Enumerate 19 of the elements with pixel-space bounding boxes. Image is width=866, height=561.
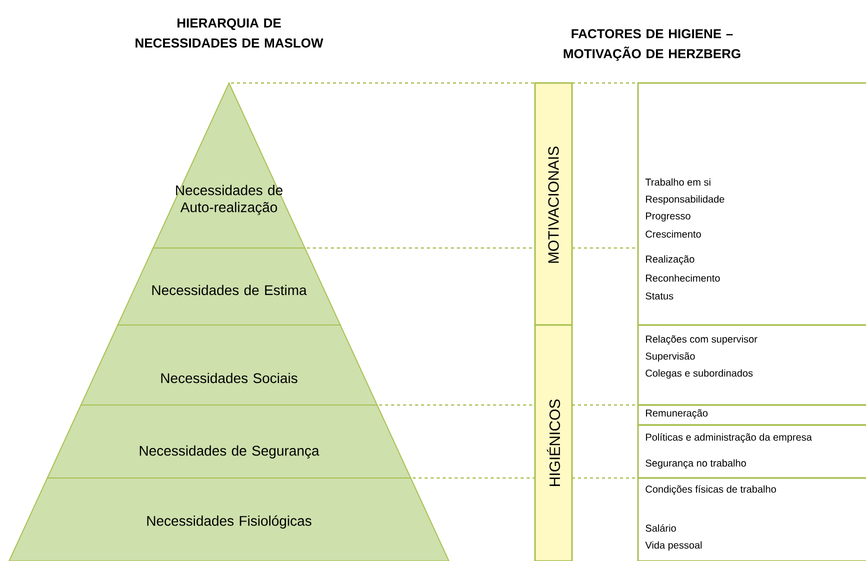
- factor-band: HIGIÉNICOS: [534, 324, 573, 561]
- guide-line: [572, 477, 638, 479]
- pyramid-level: Necessidades de Segurança: [46, 404, 412, 478]
- guide-line: [306, 247, 535, 249]
- guide-line: [231, 82, 535, 84]
- pyramid-level: Necessidades Sociais: [80, 324, 378, 406]
- factor-box: Trabalho em si Responsabilidade Progresso Crescimento Realização Reconhecimento Status: [637, 82, 866, 326]
- heading: FACTORES DE HIGIENE – MOTIVAÇÃO DE HERZBERG: [564, 29, 740, 61]
- factor-box: Políticas e administração da empresa Segurança no trabalho: [637, 424, 866, 479]
- factor-box: Condições físicas de trabalho Salário Vida pessoal: [637, 477, 866, 561]
- factor-box: Remuneração: [637, 404, 866, 426]
- guide-line: [412, 477, 535, 479]
- factor-band: MOTIVACIONAIS: [534, 82, 573, 326]
- guide-line: [379, 404, 535, 406]
- guide-line: [572, 247, 638, 249]
- guide-line: [572, 404, 638, 406]
- factor-box: Relações com supervisor Supervisão Colegas e subordinados: [637, 324, 866, 406]
- guide-line: [572, 82, 638, 84]
- heading: HIERARQUIA DE NECESSIDADES DE MASLOW: [136, 18, 324, 48]
